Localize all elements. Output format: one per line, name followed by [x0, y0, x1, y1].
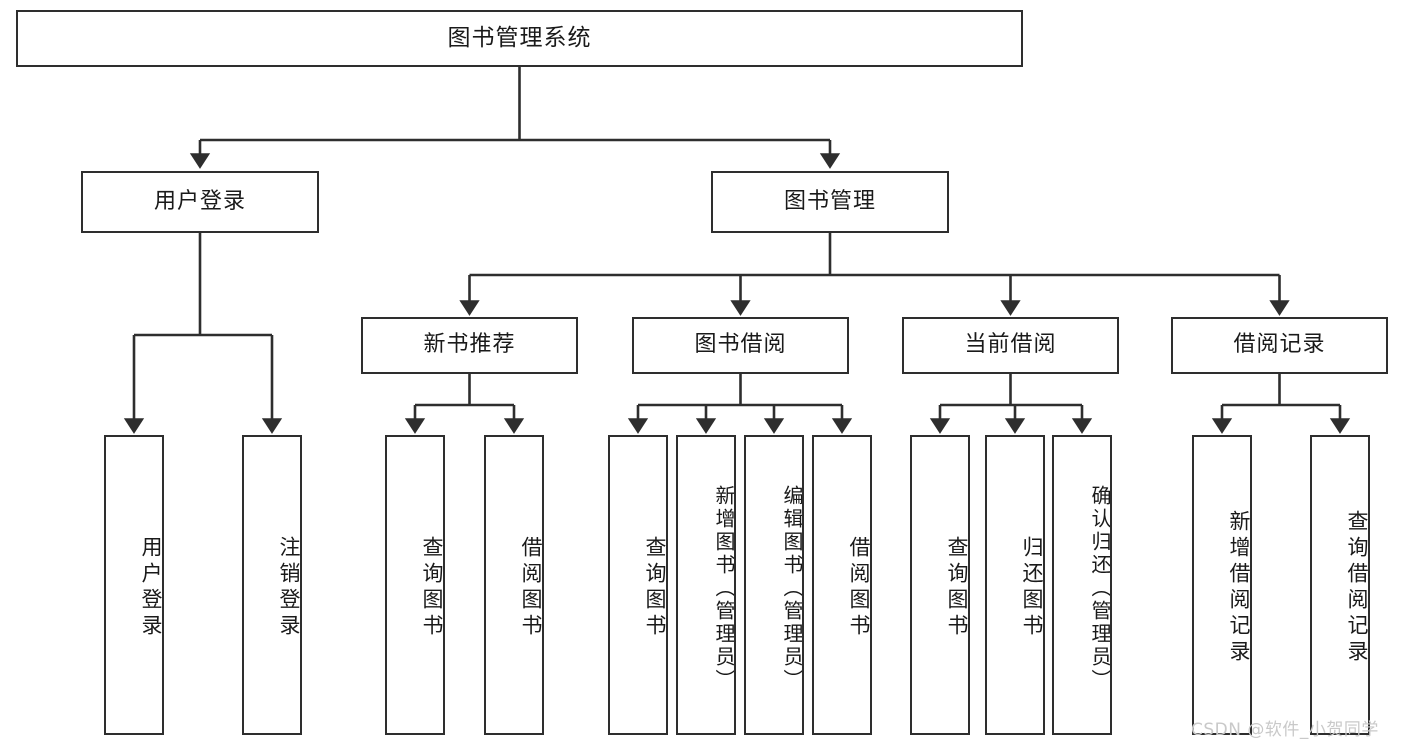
node-borrow-record[interactable]: 借阅记录 — [1171, 317, 1388, 374]
node-current-borrow[interactable]: 当前借阅 — [902, 317, 1119, 374]
node-user-login[interactable]: 用户登录 — [81, 171, 319, 233]
leaf-user-logout[interactable]: 注销登录 — [242, 435, 302, 735]
leaf-confirm-return-admin[interactable]: 确认归还（管理员） — [1052, 435, 1112, 735]
leaf-return-book[interactable]: 归还图书 — [985, 435, 1045, 735]
leaf-add-book-admin[interactable]: 新增图书（管理员） — [676, 435, 736, 735]
leaf-add-borrow-record[interactable]: 新增借阅记录 — [1192, 435, 1252, 735]
leaf-query-book-current[interactable]: 查询图书 — [910, 435, 970, 735]
node-book-borrow[interactable]: 图书借阅 — [632, 317, 849, 374]
leaf-query-borrow-record[interactable]: 查询借阅记录 — [1310, 435, 1370, 735]
leaf-borrow-book[interactable]: 借阅图书 — [812, 435, 872, 735]
leaf-edit-book-admin[interactable]: 编辑图书（管理员） — [744, 435, 804, 735]
node-root-system[interactable]: 图书管理系统 — [16, 10, 1023, 67]
node-book-management[interactable]: 图书管理 — [711, 171, 949, 233]
leaf-borrow-book-recommendation[interactable]: 借阅图书 — [484, 435, 544, 735]
leaf-query-book-recommendation[interactable]: 查询图书 — [385, 435, 445, 735]
leaf-user-login[interactable]: 用户登录 — [104, 435, 164, 735]
csdn-watermark: CSDN @软件_小贺同学 — [1191, 720, 1379, 740]
node-new-book-recommendation[interactable]: 新书推荐 — [361, 317, 578, 374]
leaf-query-book-borrow[interactable]: 查询图书 — [608, 435, 668, 735]
